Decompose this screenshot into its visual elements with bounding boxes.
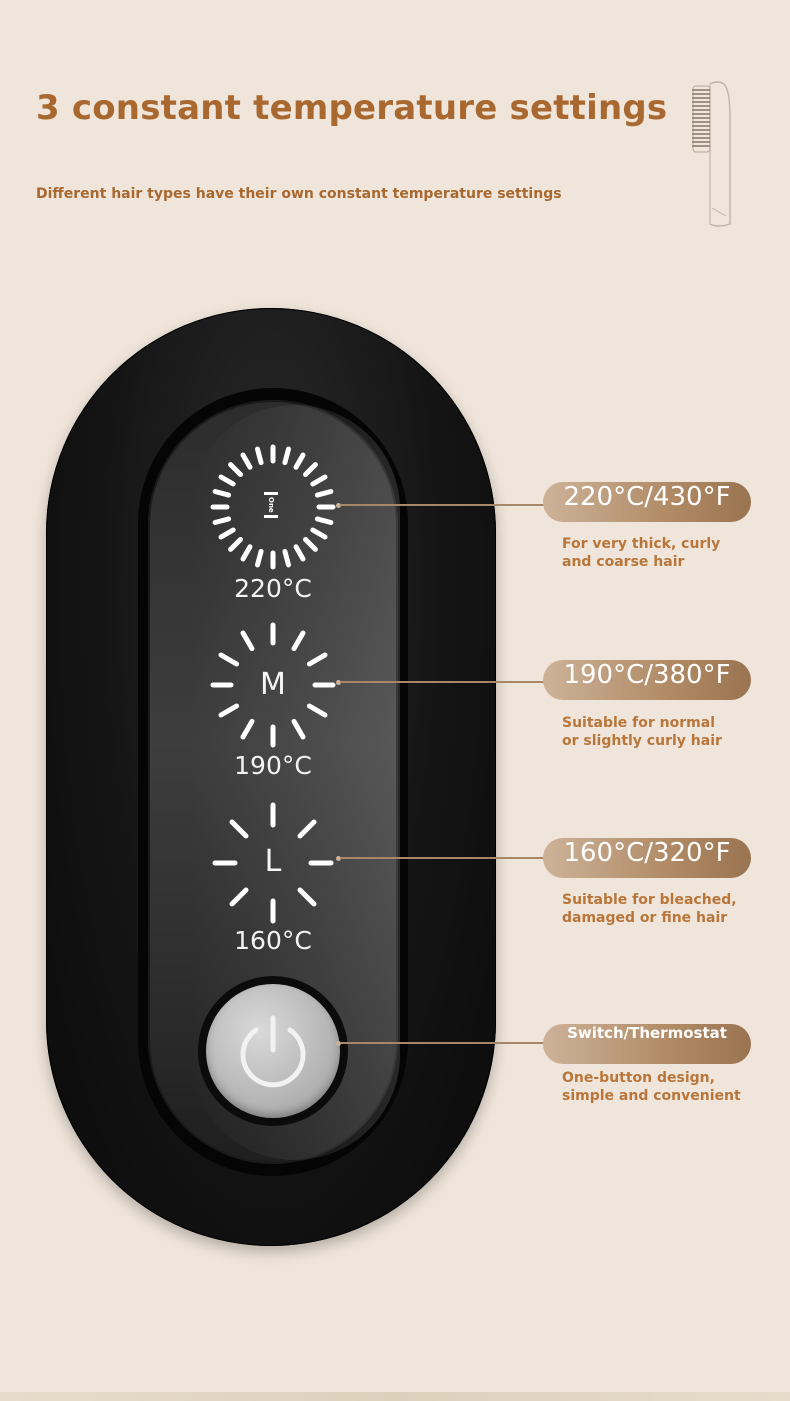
medium-heat-indicator xyxy=(210,622,336,748)
callout-3-desc: Suitable for bleached, damaged or fine h… xyxy=(562,891,737,927)
callout-2-pill: 190°C/380°F xyxy=(543,660,751,700)
callout-1-dot xyxy=(336,503,341,508)
callout-4-line xyxy=(340,1042,545,1044)
power-icon xyxy=(240,1015,306,1088)
callout-1-line xyxy=(340,504,545,506)
low-heat-temp-label: 160°C xyxy=(234,926,312,955)
callout-3-dot xyxy=(336,856,341,861)
callout-2-desc: Suitable for normal or slightly curly ha… xyxy=(562,714,722,750)
callout-3-desc-line2: damaged or fine hair xyxy=(562,910,728,926)
high-heat-badge-text: One xyxy=(267,497,275,513)
callout-1-desc-line2: and coarse hair xyxy=(562,554,685,570)
callout-3-pill: 160°C/320°F xyxy=(543,838,751,878)
high-heat-indicator xyxy=(210,444,336,570)
page-title: 3 constant temperature settings xyxy=(36,88,668,128)
footer-strip xyxy=(0,1392,790,1401)
low-heat-indicator xyxy=(212,802,334,924)
callout-1-desc: For very thick, curly and coarse hair xyxy=(562,535,720,571)
high-heat-letter-badge: One xyxy=(264,492,278,518)
medium-heat-temp-label: 190°C xyxy=(234,751,312,780)
callout-2-desc-line1: Suitable for normal xyxy=(562,715,715,731)
callout-4-desc-line2: simple and convenient xyxy=(562,1088,741,1104)
medium-heat-letter: M xyxy=(260,667,286,702)
high-heat-temp-label: 220°C xyxy=(234,574,312,603)
callout-4-desc: One-button design, simple and convenient xyxy=(562,1069,741,1105)
callout-4-desc-line1: One-button design, xyxy=(562,1070,715,1086)
hair-brush-icon xyxy=(692,81,731,227)
callout-1-desc-line1: For very thick, curly xyxy=(562,536,721,552)
callout-2-line xyxy=(340,681,545,683)
callout-1-pill: 220°C/430°F xyxy=(543,482,751,522)
callout-3-desc-line1: Suitable for bleached, xyxy=(562,892,737,908)
callout-4-pill: Switch/Thermostat xyxy=(543,1024,751,1064)
low-heat-letter: L xyxy=(264,844,282,879)
callout-3-line xyxy=(340,857,545,859)
callout-2-desc-line2: or slightly curly hair xyxy=(562,733,722,749)
page-subtitle: Different hair types have their own cons… xyxy=(36,186,562,202)
callout-2-dot xyxy=(336,680,341,685)
callout-4-dot xyxy=(336,1041,341,1046)
